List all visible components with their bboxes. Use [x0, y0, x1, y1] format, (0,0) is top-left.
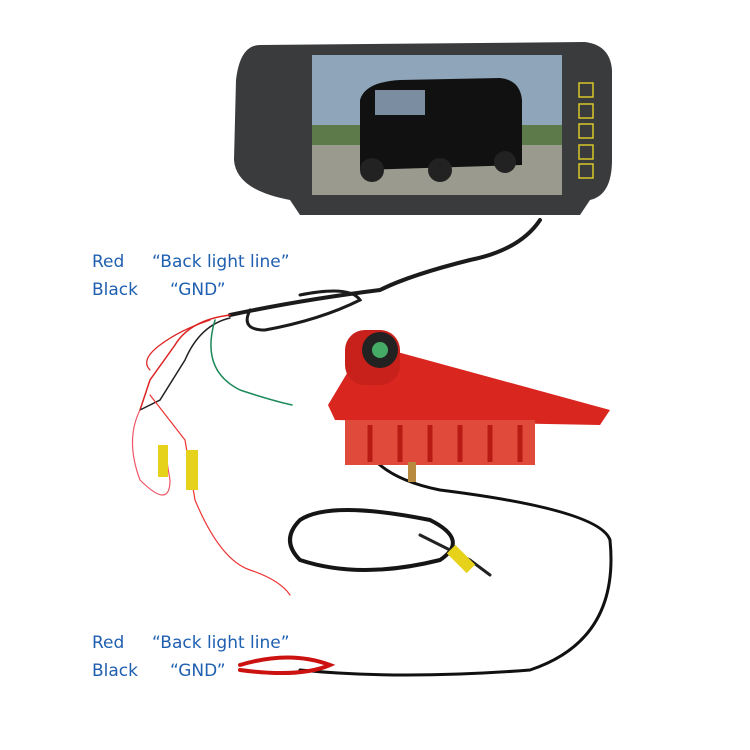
rca-connectors [158, 445, 476, 574]
top-black-description: “GND” [170, 280, 226, 300]
mirror-monitor [234, 42, 612, 215]
bottom-black-label: Black [92, 661, 138, 681]
brake-light-camera [328, 330, 610, 482]
bottom-red-description: “Back light line” [152, 633, 290, 653]
monitor-buttons [578, 82, 594, 179]
top-red-description: “Back light line” [152, 252, 290, 272]
top-red-label: Red [92, 252, 125, 272]
bottom-red-label: Red [92, 633, 125, 653]
bottom-black-description: “GND” [170, 661, 226, 681]
top-black-label: Black [92, 280, 138, 300]
cables [131, 218, 613, 677]
